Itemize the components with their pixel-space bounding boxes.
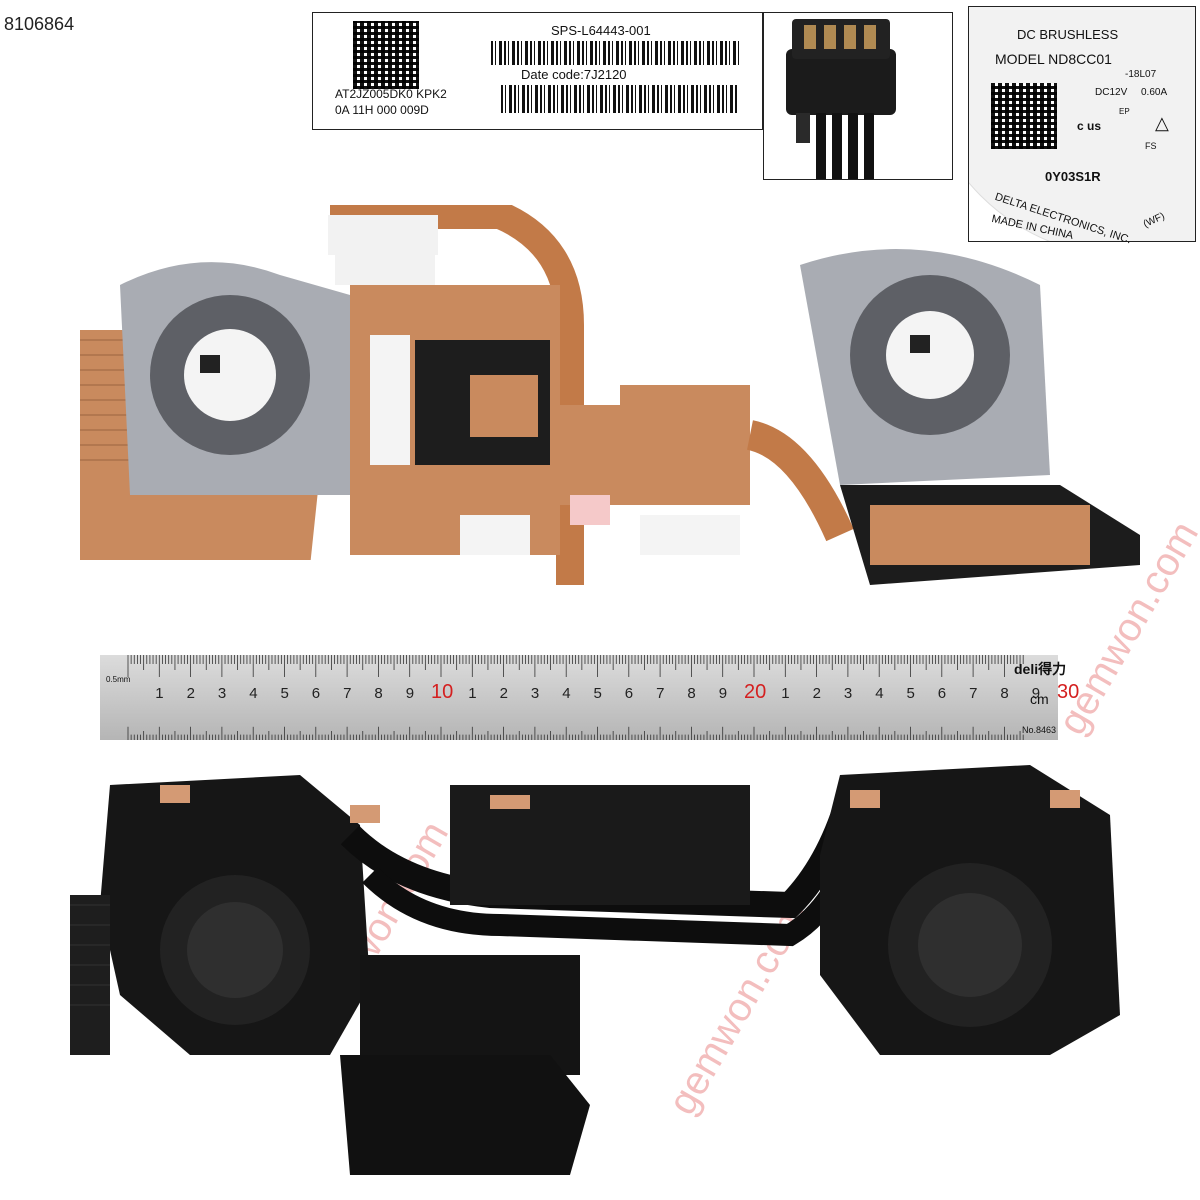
fan-code: 0Y03S1R — [1045, 169, 1101, 184]
barcode-top — [491, 41, 739, 65]
ruler-number-label: 8 — [374, 685, 383, 702]
ruler-number-label: 5 — [280, 685, 289, 702]
ruler-unit: cm — [1030, 691, 1049, 707]
ruler-brand: deli得力 — [1014, 661, 1067, 677]
fan-voltage: DC12V — [1095, 87, 1128, 98]
ruler-number-label: 5 — [593, 685, 602, 702]
ruler-number-label: 10 — [431, 681, 454, 703]
ruler-number-label: 3 — [530, 685, 540, 702]
ruler-number-label: 4 — [249, 685, 258, 702]
fan-qr-code — [991, 83, 1057, 149]
fan-label-circle — [969, 7, 1195, 241]
part-line2: 0A 11H 000 009D — [335, 103, 429, 117]
ruler-number-label: 4 — [562, 685, 571, 702]
ruler-number-label: 30 — [1057, 681, 1080, 703]
heatsink-bottom-photo — [70, 765, 1120, 1175]
ruler-number-label: 20 — [744, 681, 767, 703]
ruler-number-label: 2 — [186, 685, 195, 702]
ruler-ticks — [127, 655, 1024, 740]
sps-number: SPS-L64443-001 — [551, 23, 651, 38]
fan-ep: EP — [1119, 107, 1130, 116]
fan-label: DC BRUSHLESS MODEL ND8CC01 -18L07 DC12V … — [968, 6, 1196, 246]
ruler-number-label: 8 — [1000, 685, 1009, 702]
connector-photo — [763, 12, 953, 180]
ruler-number-label: 3 — [217, 685, 227, 702]
fan-label-suffix: -18L07 — [1125, 69, 1157, 80]
ruler-number-label: 1 — [155, 685, 164, 702]
ruler-number-label: 2 — [812, 685, 821, 702]
ruler-number-label: 1 — [468, 685, 477, 702]
ruler-number-label: 9 — [405, 685, 415, 702]
ruler-number: No.8463 — [1022, 725, 1057, 735]
ruler-number-label: 9 — [1031, 685, 1041, 702]
ruler-number-label: 6 — [624, 685, 634, 702]
fan-label-line2: MODEL ND8CC01 — [995, 51, 1112, 67]
ruler-number-label: 7 — [656, 685, 665, 702]
barcode-bottom — [501, 85, 739, 113]
connector-image — [786, 19, 896, 179]
sku-number: 8106864 — [4, 14, 75, 34]
ruler-number-label: 5 — [906, 685, 915, 702]
ruler-number-label: 6 — [311, 685, 321, 702]
ruler-number-label: 7 — [969, 685, 978, 702]
ruler-number-label: 9 — [718, 685, 728, 702]
part-line1: AT2JZ005DK0 KPK2 — [335, 87, 447, 101]
ruler-number-label: 2 — [499, 685, 508, 702]
ruler-number-label: 7 — [343, 685, 352, 702]
fan-fs: FS — [1145, 141, 1157, 151]
warning-triangle-icon: △ — [1155, 113, 1169, 133]
ruler-number-label: 1 — [781, 685, 790, 702]
ruler-number-label: 6 — [937, 685, 947, 702]
part-label: AT2JZ005DK0 KPK2 0A 11H 000 009D SPS-L64… — [312, 12, 763, 130]
fan-current: 0.60A — [1141, 87, 1168, 98]
ruler-number-label: 8 — [687, 685, 696, 702]
fan-label-line1: DC BRUSHLESS — [1017, 27, 1119, 42]
ruler-number-label: 3 — [843, 685, 853, 702]
fan-cert: c us — [1077, 119, 1102, 133]
heatsink-top-photo — [80, 205, 1140, 585]
date-code: Date code:7J2120 — [521, 67, 627, 82]
ruler-mm: 0.5mm — [106, 675, 131, 684]
ruler-number-label: 4 — [875, 685, 884, 702]
qr-code — [353, 21, 419, 89]
